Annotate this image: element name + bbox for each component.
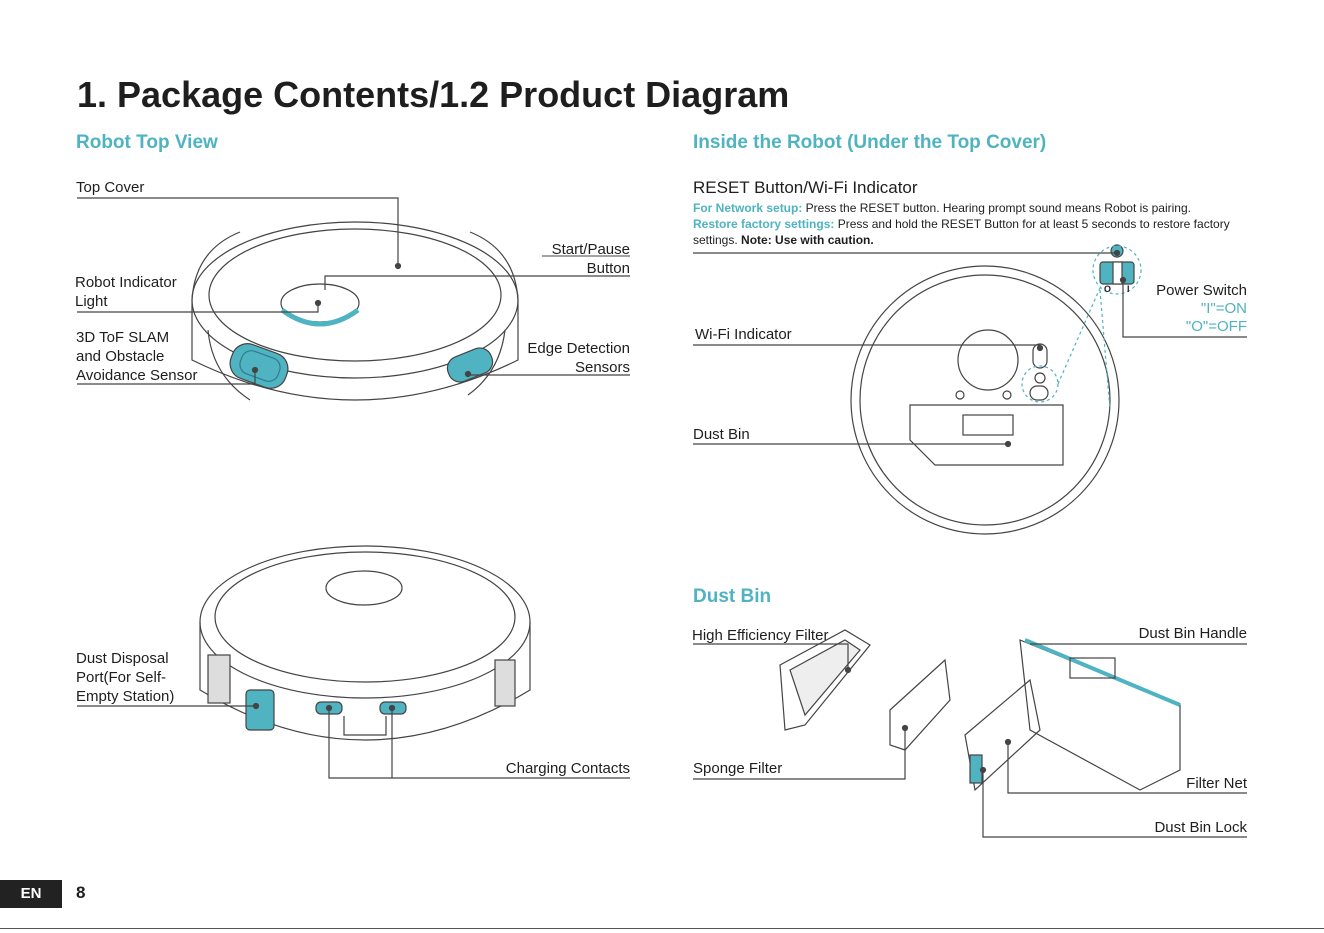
label-power-on: "I"=ON (1120, 299, 1247, 318)
bottom-rule (0, 928, 1324, 929)
label-dust-disposal-3: Empty Station) (76, 687, 174, 706)
label-reset-wifi: RESET Button/Wi-Fi Indicator (693, 178, 918, 197)
caution-note: Note: Use with caution. (741, 233, 874, 247)
label-power-switch: Power Switch (1120, 281, 1247, 300)
label-power-off: "O"=OFF (1120, 317, 1247, 336)
label-wifi-indicator: Wi-Fi Indicator (695, 325, 792, 344)
language-tab: EN (0, 880, 62, 908)
label-tof-sensor-1: 3D ToF SLAM (76, 328, 169, 347)
label-edge-detection-2: Sensors (480, 358, 630, 377)
high-efficiency-filter-illustration (780, 630, 870, 730)
label-dust-disposal-2: Port(For Self- (76, 668, 166, 687)
label-dust-bin-handle: Dust Bin Handle (1090, 624, 1247, 643)
label-dust-bin-inside: Dust Bin (693, 425, 750, 444)
robot-rear-view-illustration (200, 546, 530, 740)
label-sponge-filter: Sponge Filter (693, 759, 782, 778)
network-setup-key: For Network setup: (693, 201, 802, 215)
label-high-efficiency-filter: High Efficiency Filter (692, 626, 828, 645)
network-setup-line: For Network setup: Press the RESET butto… (693, 200, 1253, 216)
inside-robot-illustration (851, 245, 1134, 534)
sponge-filter-illustration (890, 660, 950, 750)
label-edge-detection-1: Edge Detection (480, 339, 630, 358)
restore-line: Restore factory settings: Press and hold… (693, 216, 1253, 248)
label-start-pause-1: Start/Pause (500, 240, 630, 259)
restore-key: Restore factory settings: (693, 217, 834, 231)
label-filter-net: Filter Net (1090, 774, 1247, 793)
page-number: 8 (76, 883, 85, 903)
reset-description: For Network setup: Press the RESET butto… (693, 200, 1253, 248)
network-setup-text: Press the RESET button. Hearing prompt s… (802, 201, 1191, 215)
label-tof-sensor-3: Avoidance Sensor (76, 366, 197, 385)
label-dust-disposal-1: Dust Disposal (76, 649, 169, 668)
label-start-pause-2: Button (500, 259, 630, 278)
label-robot-indicator-light-2: Light (75, 292, 108, 311)
label-tof-sensor-2: and Obstacle (76, 347, 164, 366)
label-charging-contacts: Charging Contacts (440, 759, 630, 778)
label-dust-bin-lock: Dust Bin Lock (1090, 818, 1247, 837)
label-robot-indicator-light-1: Robot Indicator (75, 273, 177, 292)
tof-sensor-window (226, 339, 293, 393)
label-top-cover: Top Cover (76, 178, 144, 197)
dust-bin-illustration (965, 640, 1180, 790)
switch-off-mark: O (1104, 280, 1111, 299)
